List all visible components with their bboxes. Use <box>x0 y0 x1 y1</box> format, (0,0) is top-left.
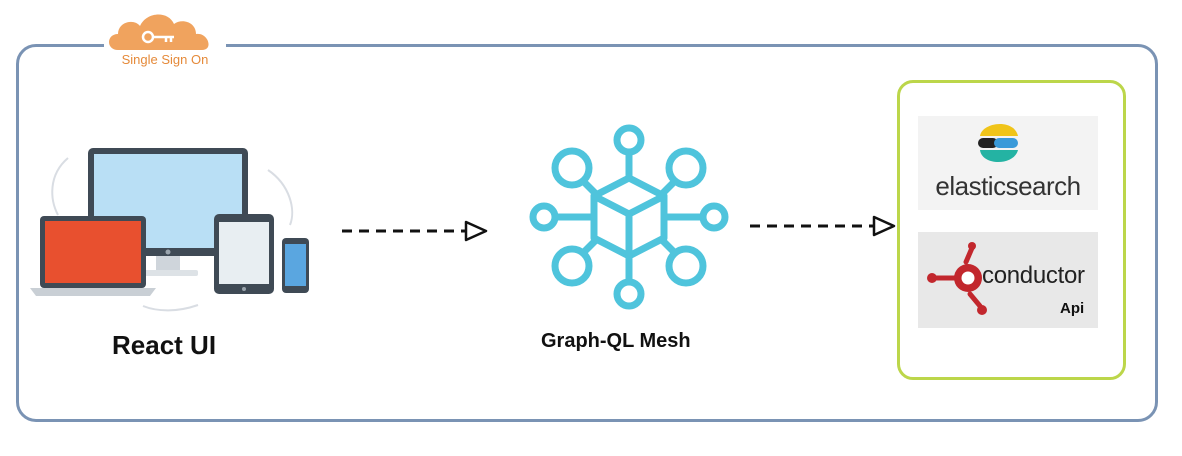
conductor-logo-icon <box>927 242 987 315</box>
multi-device-icon <box>30 148 309 312</box>
graphql-mesh-label: Graph-QL Mesh <box>541 330 691 352</box>
conductor-card: conductor Api <box>918 232 1098 328</box>
conductor-api-label: Api <box>1060 300 1085 317</box>
system-boundary-frame <box>16 44 1158 422</box>
react-ui-label: React UI <box>112 330 217 360</box>
elasticsearch-label: elasticsearch <box>935 171 1081 201</box>
mesh-network-icon <box>529 124 729 310</box>
backend-services-group <box>897 80 1126 380</box>
conductor-label: conductor <box>982 262 1085 289</box>
sso-badge: Single Sign On <box>104 8 226 74</box>
flow-arrow-mesh-to-backends <box>750 215 896 237</box>
elasticsearch-logo-icon <box>978 123 1018 162</box>
elasticsearch-card: elasticsearch <box>918 116 1098 210</box>
cloud-key-icon <box>109 14 209 50</box>
flow-arrow-frontend-to-mesh <box>342 220 488 242</box>
sso-label: Single Sign On <box>121 52 209 67</box>
